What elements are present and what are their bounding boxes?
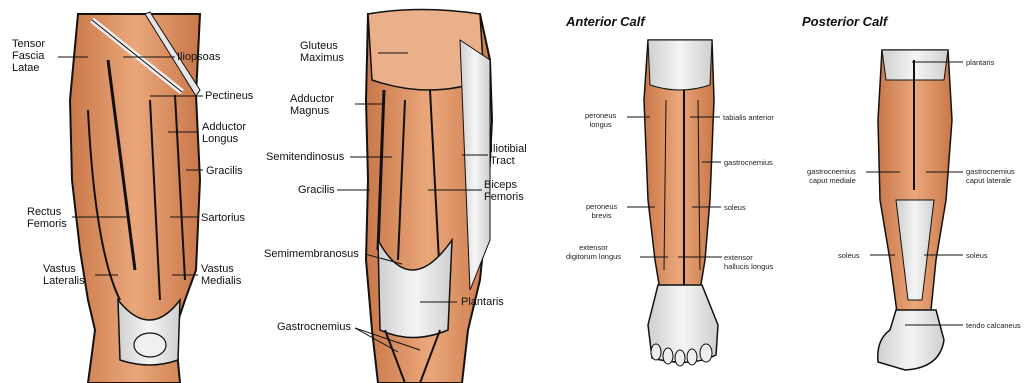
label-gastrocnemius-thigh: Gastrocnemius [277,321,351,333]
label-plantaris-calf: plantaris [966,58,994,67]
label-gracilis-back: Gracilis [298,184,335,196]
label-tensor-fascia-latae: Tensor Fascia Latae [12,38,45,74]
label-gastrocnemius-caput-laterale: gastrocnemius caput laterale [966,167,1015,185]
posterior-thigh-illustration [366,10,492,383]
label-biceps-femoris: Biceps Femoris [484,179,524,203]
label-sartorius: Sartorius [201,212,245,224]
label-extensor-hallucis-longus: extensor hallucis longus [724,253,773,271]
label-vastus-lateralis: Vastus Lateralis [43,263,85,287]
label-peroneus-brevis: peroneus brevis [586,202,617,220]
label-soleus-post-right: soleus [966,251,988,260]
label-rectus-femoris: Rectus Femoris [27,206,67,230]
posterior-calf-illustration [878,50,952,370]
label-plantaris-thigh: Plantaris [461,296,504,308]
label-soleus-ant: soleus [724,203,746,212]
label-vastus-medialis: Vastus Medialis [201,263,241,287]
label-peroneus-longus: peroneus longus [585,111,616,129]
label-extensor-digitorum-longus: extensor digitorum longus [566,243,621,261]
label-tendo-calcaneus: tendo calcaneus [966,321,1021,330]
label-semitendinosus: Semitendinosus [266,151,344,163]
anterior-calf-illustration [644,40,718,366]
label-pectineus: Pectineus [205,90,253,102]
label-adductor-magnus: Adductor Magnus [290,93,334,117]
label-gastrocnemius-caput-mediale: gastrocnemius caput mediale [807,167,856,185]
label-semimembranosus: Semimembranosus [264,248,359,260]
label-tabialis-anterior: tabialis anterior [723,113,774,122]
title-posterior-calf: Posterior Calf [802,14,887,29]
label-adductor-longus: Adductor Longus [202,121,246,145]
anterior-thigh-illustration [70,12,200,383]
label-gracilis-front: Gracilis [206,165,243,177]
label-soleus-post-left: soleus [838,251,860,260]
title-anterior-calf: Anterior Calf [566,14,645,29]
label-gastrocnemius-ant: gastrocnemius [724,158,773,167]
label-gluteus-maximus: Gluteus Maximus [300,40,344,64]
label-iliopsoas: Iliopsoas [177,51,220,63]
label-iliotibial-tract: Iliotibial Tract [490,143,527,167]
